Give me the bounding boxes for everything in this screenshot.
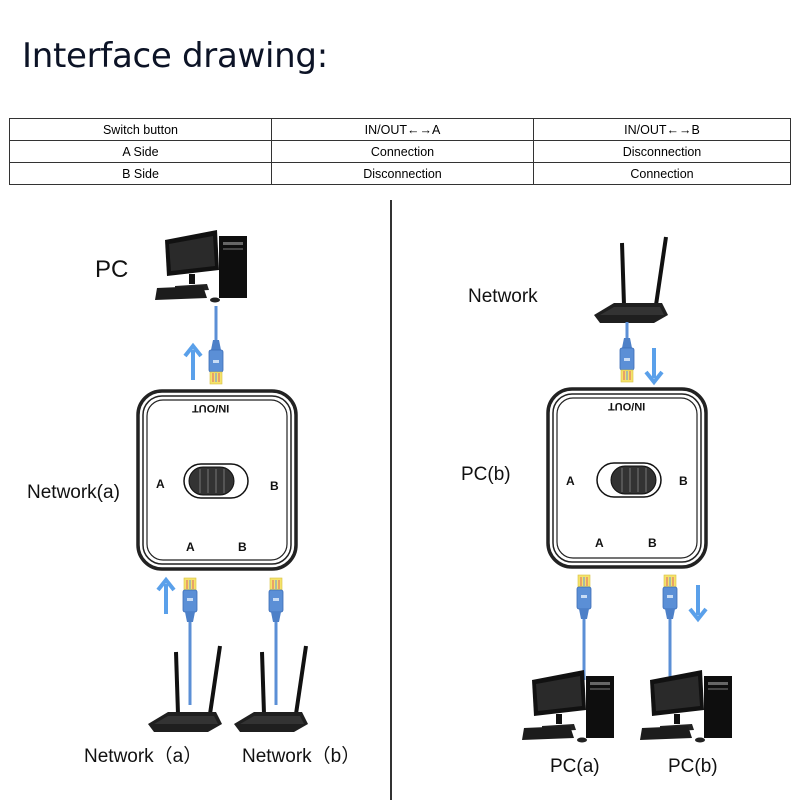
switch-side-b-label: B [270,479,279,493]
table-cell: Connection [271,140,534,163]
pc-b-label: PC(b) [668,756,718,777]
router-icon [592,235,670,325]
pc-icon [640,670,732,743]
port-a-label: A [186,540,195,554]
in-out-port-label: IN/OUT [192,402,230,414]
table-header-row: Switch button IN/OUT←→A IN/OUT←→B [9,118,791,141]
ethernet-connector-icon [619,337,635,383]
ethernet-connector-icon [182,577,198,623]
arrow-up-icon [183,344,203,382]
side-label: PC(b) [461,464,511,485]
side-label: Network(a) [27,482,120,503]
pc-icon [522,670,614,743]
network-a-label: Network（a） [84,746,203,767]
table-row: A Side Connection Disconnection [9,140,791,163]
right-diagram [522,235,732,743]
table-cell: B Side [9,162,272,185]
ethernet-connector-icon [576,574,592,620]
panel-divider [390,200,392,800]
router-icon [232,644,310,734]
switch-side-a-label: A [156,477,165,491]
network-b-label: Network（b） [242,746,361,767]
port-b-label: B [648,536,657,550]
table-row: B Side Disconnection Connection [9,162,791,185]
table-cell: Connection [533,162,791,185]
router-icon [146,644,224,734]
table-cell: Disconnection [271,162,534,185]
network-label: Network [468,286,538,307]
pc-a-label: PC(a) [550,756,600,777]
left-diagram [136,230,310,734]
pc-icon [155,230,247,303]
pc-label: PC [95,256,129,283]
page-title: Interface drawing: [22,36,328,76]
arrow-up-icon [156,578,176,616]
switch-toggle[interactable] [596,462,662,498]
switch-side-a-label: A [566,474,575,488]
arrow-down-icon [644,346,664,384]
switch-side-b-label: B [679,474,688,488]
ethernet-connector-icon [208,339,224,385]
ethernet-connector-icon [268,577,284,623]
switch-toggle[interactable] [183,463,249,499]
port-b-label: B [238,540,247,554]
switch-state-table: Switch button IN/OUT←→A IN/OUT←→B A Side… [9,118,791,185]
port-a-label: A [595,536,604,550]
ethernet-connector-icon [662,574,678,620]
arrow-down-icon [688,583,708,621]
in-out-port-label: IN/OUT [608,400,646,412]
